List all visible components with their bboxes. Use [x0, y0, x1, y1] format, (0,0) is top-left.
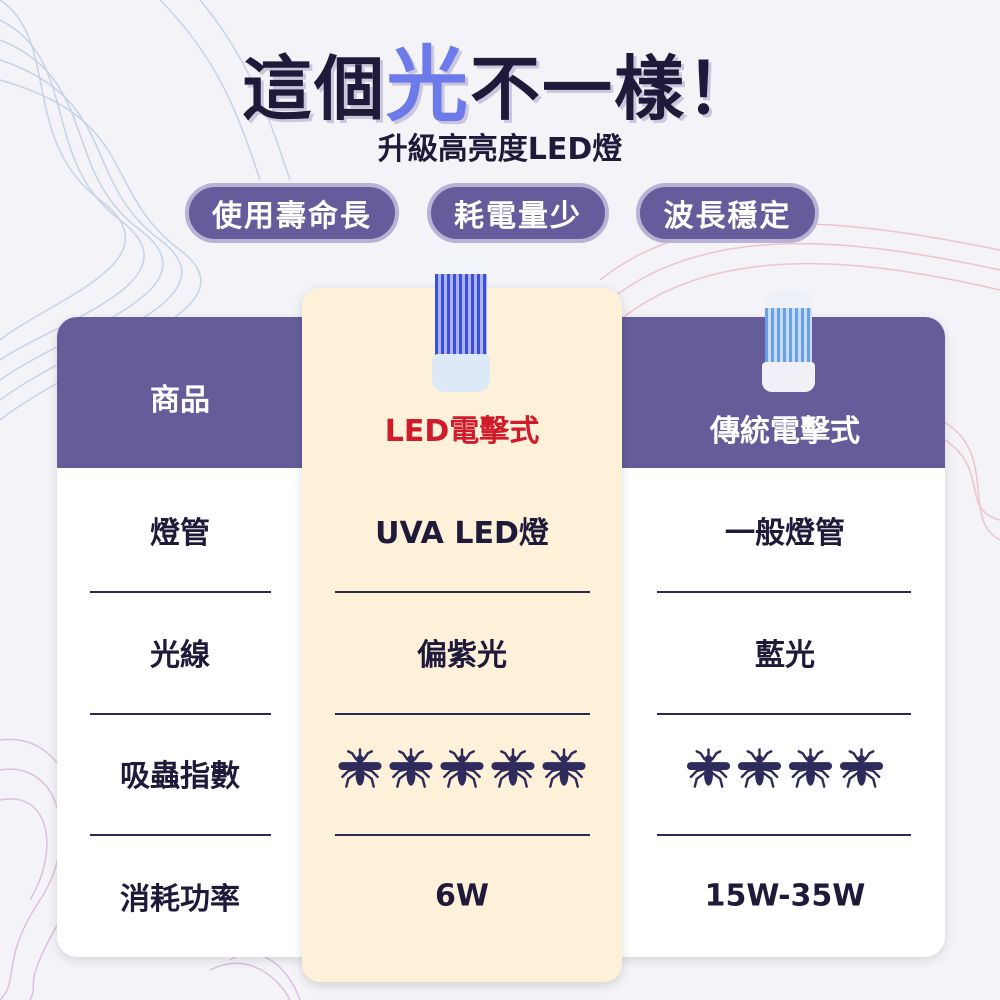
divider [90, 591, 271, 593]
divider [90, 713, 271, 715]
mosquito-icon [337, 747, 384, 799]
led-bug-zapper-image [432, 258, 490, 392]
divider [657, 713, 911, 715]
feature-pill-wavelength: 波長穩定 [636, 183, 819, 243]
divider [90, 834, 271, 836]
divider [657, 834, 911, 836]
subtitle: 升級高亮度LED燈 [377, 132, 623, 167]
led-light-value: 偏紫光 [417, 638, 507, 673]
mosquito-icon [541, 747, 588, 799]
headline-text: 這個 [241, 48, 386, 130]
divider [335, 591, 590, 593]
traditional-power-value: 15W-35W [704, 878, 866, 914]
header-product-label: 商品 [150, 383, 210, 418]
traditional-attraction-rating [685, 747, 885, 799]
mosquito-icon [736, 747, 783, 799]
traditional-bug-zapper-image [762, 290, 815, 392]
headline-text-end: 不一樣！ [470, 48, 758, 130]
header-traditional-zapper: 傳統電擊式 [710, 414, 860, 449]
row-label-power: 消耗功率 [120, 882, 240, 917]
divider [335, 834, 590, 836]
row-label-attraction: 吸蟲指數 [120, 759, 240, 794]
mosquito-icon [388, 747, 435, 799]
led-power-value: 6W [435, 878, 489, 914]
led-attraction-rating [337, 747, 588, 799]
row-label-light: 光線 [150, 638, 210, 673]
mosquito-icon [838, 747, 885, 799]
headline: 這個光不一樣！ [0, 18, 1000, 137]
divider [657, 591, 911, 593]
traditional-light-value: 藍光 [755, 638, 815, 673]
feature-pill-power: 耗電量少 [427, 183, 609, 243]
divider [335, 713, 590, 715]
row-label-tube: 燈管 [150, 516, 210, 551]
mosquito-icon [490, 747, 537, 799]
led-tube-value: UVA LED燈 [375, 516, 549, 551]
header-led-zapper: LED電擊式 [384, 414, 540, 449]
mosquito-icon [685, 747, 732, 799]
highlighted-column [302, 288, 622, 982]
feature-pill-lifespan: 使用壽命長 [185, 183, 399, 243]
headline-highlight: 光 [385, 38, 470, 133]
mosquito-icon [787, 747, 834, 799]
traditional-tube-value: 一般燈管 [725, 516, 845, 551]
mosquito-icon [439, 747, 486, 799]
